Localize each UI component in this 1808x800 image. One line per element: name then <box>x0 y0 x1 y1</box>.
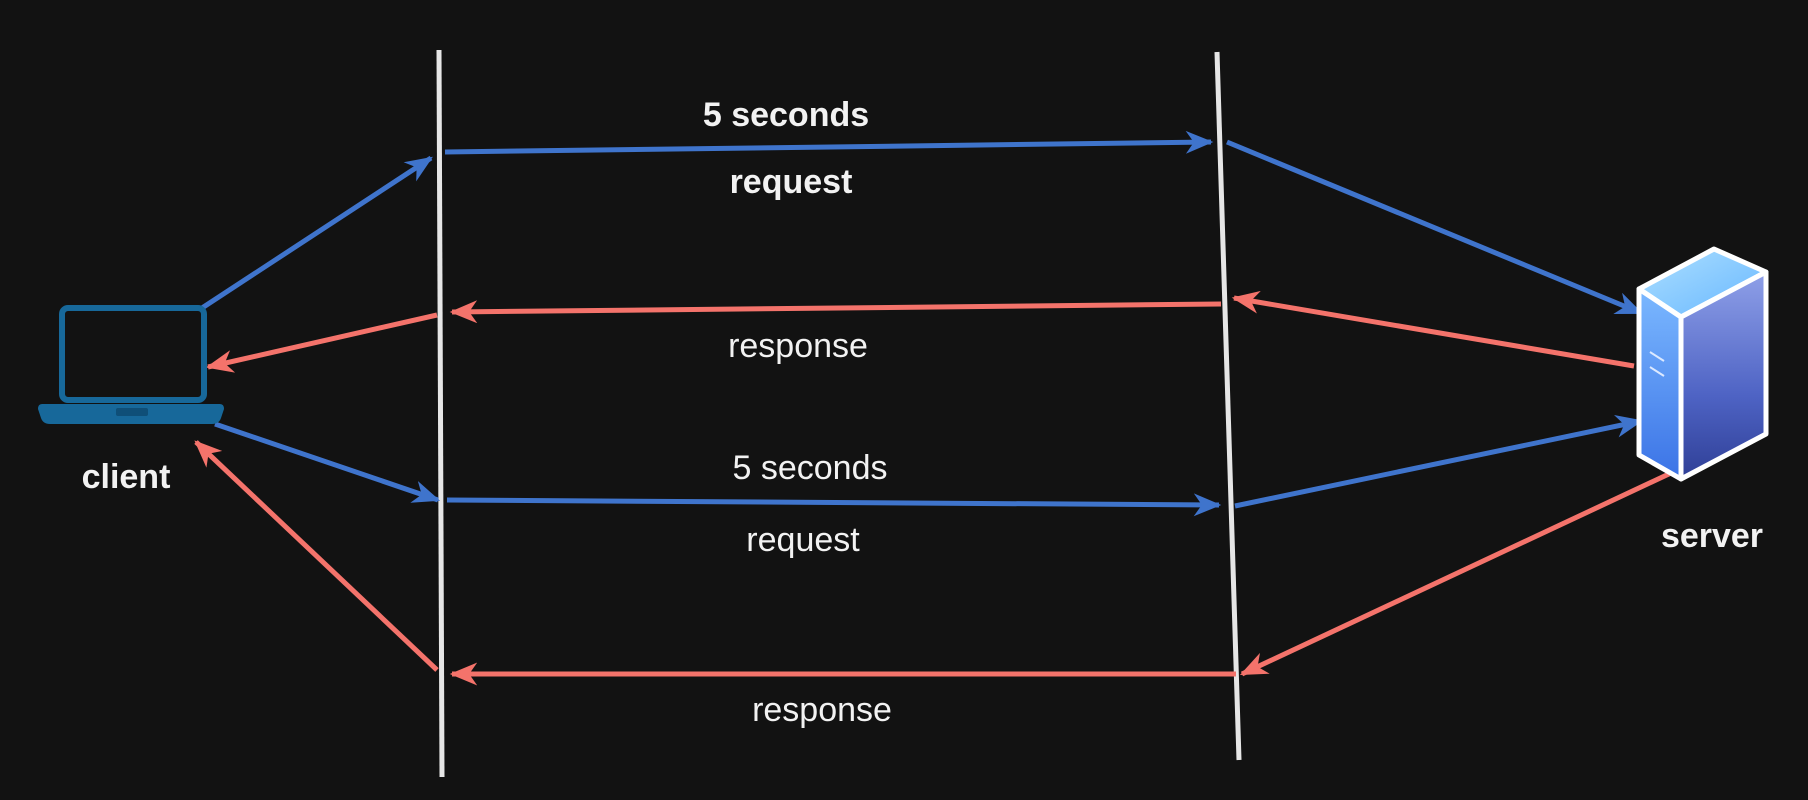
response-1-across <box>449 300 1222 324</box>
request-1-client-to-divider <box>200 155 433 311</box>
server-tower-icon <box>1636 246 1769 482</box>
request-1-across <box>444 130 1214 155</box>
exchange-1-delay-label: 5 seconds <box>703 96 869 134</box>
response-2-from-server <box>1239 470 1673 677</box>
exchange-2-response-label: response <box>752 691 892 729</box>
right-divider <box>1214 51 1242 761</box>
request-2-to-server <box>1234 414 1644 509</box>
response-2-to-client <box>194 440 439 672</box>
exchange-2-delay-label: 5 seconds <box>733 449 888 487</box>
request-1-to-server <box>1226 139 1644 316</box>
request-2-across <box>446 493 1222 517</box>
response-1-to-client <box>205 312 438 373</box>
left-divider <box>436 49 445 778</box>
server-label: server <box>1661 517 1763 555</box>
client-label: client <box>82 458 171 496</box>
response-1-from-server <box>1231 290 1635 369</box>
exchange-2-request-label: request <box>746 521 860 559</box>
exchange-1-request-label: request <box>730 163 853 201</box>
request-2-client-to-divider <box>214 421 441 503</box>
laptop-icon <box>38 305 224 424</box>
exchange-1-response-label: response <box>728 327 868 365</box>
